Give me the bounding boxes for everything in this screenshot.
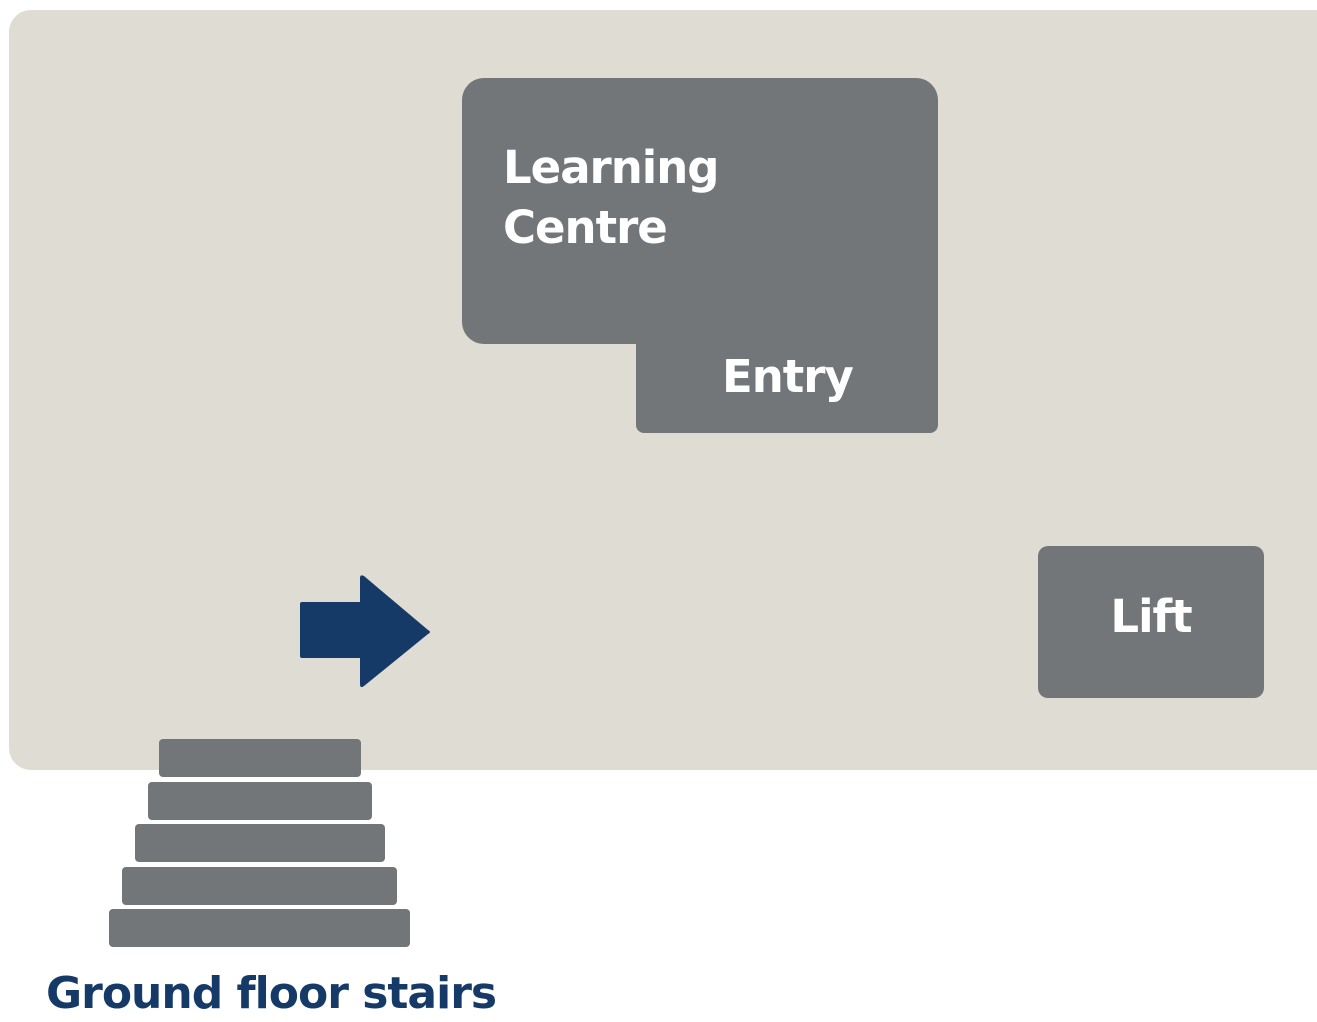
learning-centre-label: Learning Centre (503, 141, 719, 254)
stair-step (109, 909, 410, 947)
learning-centre-room[interactable] (462, 78, 938, 344)
stairs-label: Ground floor stairs (46, 968, 497, 1019)
stair-step (135, 824, 385, 862)
stair-step (122, 867, 397, 905)
entry-label: Entry (722, 350, 854, 403)
stair-step (159, 739, 361, 777)
stairs-icon[interactable] (100, 736, 420, 952)
learning-centre-entry[interactable] (636, 300, 938, 433)
lift-room[interactable] (1038, 546, 1264, 698)
stair-step (148, 782, 372, 820)
arrow-right-icon (300, 575, 430, 688)
lift-label: Lift (1110, 590, 1192, 643)
